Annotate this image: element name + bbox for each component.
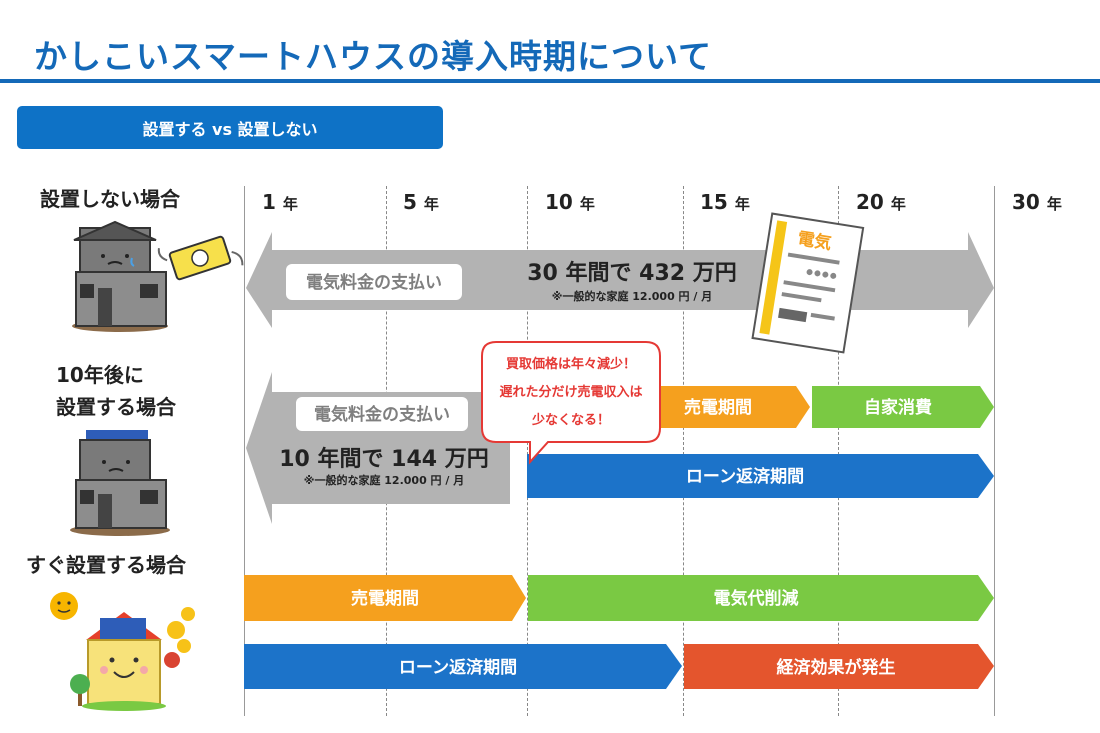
year-header-1: 1 年 (262, 190, 298, 214)
now-reduce-label: 電気代削減 (714, 588, 799, 609)
row-label-later-1: 10年後に (56, 363, 144, 387)
gridline-year-10 (527, 186, 529, 716)
row-label-now: すぐ設置する場合 (26, 553, 186, 577)
page-title: かしこいスマートハウスの導入時期について (34, 37, 713, 76)
electric-bill-icon: 電気 (751, 212, 865, 354)
section-tab[interactable]: 設置する vs 設置しない (17, 106, 443, 149)
now-sell-bar (244, 575, 526, 621)
house-solar-happy-icon (82, 612, 166, 711)
sun-icon (50, 592, 78, 620)
later-loan-label: ローン返済期間 (686, 466, 804, 487)
payment-pill-label-30y: 電気料金の支払い (306, 272, 442, 293)
year-header-10: 10 年 (545, 190, 595, 214)
row-label-later-2: 設置する場合 (56, 395, 176, 419)
gridline-year-30 (994, 186, 996, 716)
now-effect-bar (684, 644, 994, 689)
later-sell-label: 売電期間 (684, 397, 752, 418)
payment-pill-10y (296, 397, 468, 431)
gridline-year-1 (244, 186, 246, 716)
payment-pill-30y (286, 264, 462, 300)
year-header-20: 20 年 (856, 190, 906, 214)
gridline-year-15 (683, 186, 685, 716)
flying-money-icon (157, 235, 244, 281)
note-10y: ※一般的な家庭 12.000 円 / 月 (304, 473, 464, 487)
later-self-bar (812, 386, 994, 428)
gridline-year-20 (838, 186, 840, 716)
total-30y: 30 年間で 432 万円 (527, 260, 737, 286)
bubble-line-2: 遅れた分だけ売電収入は (499, 384, 642, 400)
bubble-line-1: 買取価格は年々減少！ (506, 356, 636, 372)
year-header-5: 5 年 (403, 190, 439, 214)
bubble-line-3: 少なくなる！ (531, 412, 610, 428)
now-reduce-bar (528, 575, 994, 621)
warning-bubble: 買取価格は年々減少！ 遅れた分だけ売電収入は 少なくなる！ (481, 341, 661, 465)
coins-icon (164, 607, 195, 668)
now-sell-label: 売電期間 (351, 588, 419, 609)
now-effect-label: 経済効果が発生 (777, 657, 896, 678)
now-loan-bar (244, 644, 682, 689)
payment-pill-label-10y: 電気料金の支払い (314, 404, 450, 425)
tree-icon (70, 674, 90, 706)
year-header-15: 15 年 (700, 190, 750, 214)
row-label-none: 設置しない場合 (40, 187, 180, 211)
later-self-label: 自家消費 (864, 397, 932, 418)
year-header-30: 30 年 (1012, 190, 1062, 214)
title-underline (0, 79, 1100, 83)
now-loan-label: ローン返済期間 (399, 657, 517, 678)
later-loan-bar (527, 454, 994, 498)
house-gray-sad-icon (72, 220, 168, 332)
house-solar-sad-icon (70, 430, 170, 536)
later-sell-bar (640, 386, 810, 428)
total-10y: 10 年間で 144 万円 (279, 446, 489, 472)
note-30y: ※一般的な家庭 12.000 円 / 月 (552, 289, 712, 303)
